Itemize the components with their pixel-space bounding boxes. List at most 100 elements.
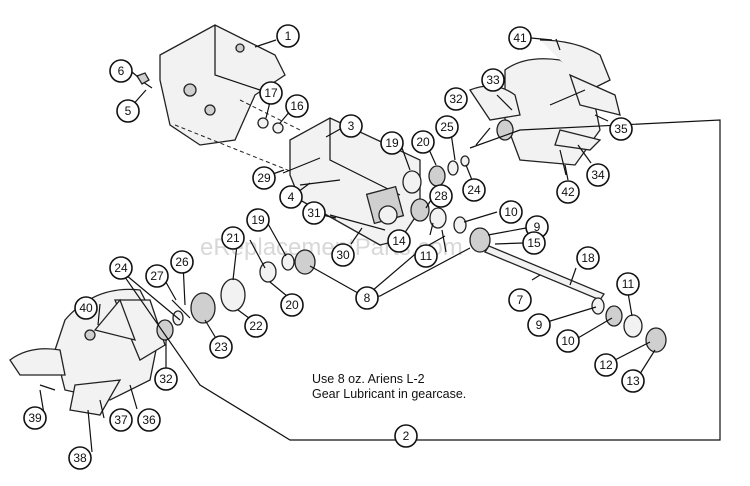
- svg-text:19: 19: [251, 213, 265, 227]
- callout-35: 35: [609, 117, 633, 141]
- svg-text:25: 25: [440, 120, 454, 134]
- svg-text:12: 12: [599, 358, 613, 372]
- part-right-bearing-stack: [591, 297, 667, 353]
- svg-text:4: 4: [288, 190, 295, 204]
- callout-6: 6: [109, 59, 133, 83]
- callout-10-lower: 10: [556, 329, 580, 353]
- part-41-bolt: [555, 38, 561, 51]
- callout-22: 22: [244, 314, 268, 338]
- part-bearings-lower: [410, 198, 447, 229]
- part-left-gear-stack: [172, 249, 316, 326]
- svg-text:37: 37: [114, 413, 128, 427]
- svg-text:34: 34: [591, 168, 605, 182]
- part-right-tine-assembly: [469, 39, 621, 166]
- svg-text:19: 19: [385, 136, 399, 150]
- callout-10-upper: 10: [499, 200, 523, 224]
- svg-text:16: 16: [290, 99, 304, 113]
- callout-28: 28: [429, 184, 453, 208]
- part-32-bearing-right: [496, 119, 514, 141]
- part-42-bolt: [559, 149, 567, 176]
- part-gear-upper: [453, 216, 491, 253]
- part-27-pin: [171, 299, 191, 319]
- callout-13: 13: [621, 369, 645, 393]
- svg-text:20: 20: [416, 135, 430, 149]
- svg-text:9: 9: [536, 318, 543, 332]
- callout-11-center: 11: [414, 244, 438, 268]
- callout-20-left: 20: [280, 293, 304, 317]
- callout-37: 37: [109, 408, 133, 432]
- svg-text:5: 5: [125, 104, 132, 118]
- part-31-pin: [329, 214, 386, 231]
- svg-text:10: 10: [504, 205, 518, 219]
- svg-text:26: 26: [175, 255, 189, 269]
- callout-34: 34: [586, 163, 610, 187]
- svg-text:24: 24: [467, 183, 481, 197]
- callout-19-upper: 19: [380, 131, 404, 155]
- callout-2: 2: [394, 424, 418, 448]
- callout-25: 25: [435, 115, 459, 139]
- part-32-bearing-left: [156, 319, 174, 341]
- callout-24-right: 24: [462, 178, 486, 202]
- svg-text:10: 10: [561, 334, 575, 348]
- callout-36: 36: [137, 408, 161, 432]
- callout-38: 38: [68, 446, 92, 470]
- callout-3: 3: [339, 114, 363, 138]
- svg-text:29: 29: [257, 171, 271, 185]
- callout-21: 21: [221, 226, 245, 250]
- svg-text:11: 11: [622, 277, 635, 291]
- callout-19-left: 19: [246, 208, 270, 232]
- svg-text:15: 15: [527, 236, 541, 250]
- svg-text:20: 20: [285, 298, 299, 312]
- svg-text:38: 38: [73, 451, 87, 465]
- svg-text:31: 31: [307, 206, 321, 220]
- svg-text:13: 13: [626, 374, 640, 388]
- callout-7: 7: [508, 288, 532, 312]
- callout-23: 23: [209, 335, 233, 359]
- callout-41: 41: [508, 26, 532, 50]
- note-line-1: Use 8 oz. Ariens L-2: [312, 372, 425, 386]
- part-5-6-bolt-nut: [136, 72, 153, 89]
- svg-text:41: 41: [513, 31, 527, 45]
- callout-9-right-lower: 9: [527, 313, 551, 337]
- callout-39: 39: [23, 406, 47, 430]
- svg-text:1: 1: [285, 29, 292, 43]
- callout-14: 14: [387, 229, 411, 253]
- svg-text:3: 3: [348, 119, 355, 133]
- svg-text:35: 35: [614, 122, 628, 136]
- callout-31: 31: [302, 201, 326, 225]
- svg-text:24: 24: [114, 261, 128, 275]
- part-bearings-upper: [402, 155, 470, 194]
- callout-33: 33: [481, 68, 505, 92]
- callout-5: 5: [116, 99, 140, 123]
- callout-27: 27: [145, 264, 169, 288]
- svg-text:8: 8: [364, 291, 371, 305]
- part-7-shaft: [484, 245, 605, 301]
- callout-15: 15: [522, 231, 546, 255]
- svg-text:40: 40: [79, 301, 93, 315]
- callout-40: 40: [74, 296, 98, 320]
- callout-17: 17: [259, 81, 283, 105]
- callout-1: 1: [276, 24, 300, 48]
- svg-text:2: 2: [403, 429, 410, 443]
- callout-20-upper: 20: [411, 130, 435, 154]
- svg-text:23: 23: [214, 340, 228, 354]
- svg-text:7: 7: [517, 293, 524, 307]
- callout-29: 29: [252, 166, 276, 190]
- callout-32-left: 32: [154, 367, 178, 391]
- svg-text:17: 17: [264, 86, 278, 100]
- part-16-17-washers: [257, 117, 284, 134]
- svg-text:22: 22: [249, 319, 263, 333]
- svg-text:33: 33: [486, 73, 500, 87]
- callout-32-right: 32: [444, 87, 468, 111]
- callout-18: 18: [576, 246, 600, 270]
- svg-text:39: 39: [28, 411, 42, 425]
- part-4-pin: [299, 179, 341, 186]
- svg-text:11: 11: [420, 249, 433, 263]
- callout-16: 16: [285, 94, 309, 118]
- svg-text:36: 36: [142, 413, 156, 427]
- svg-text:27: 27: [150, 269, 164, 283]
- svg-text:14: 14: [392, 234, 406, 248]
- callout-8: 8: [355, 286, 379, 310]
- note-line-2: Gear Lubricant in gearcase.: [312, 387, 466, 401]
